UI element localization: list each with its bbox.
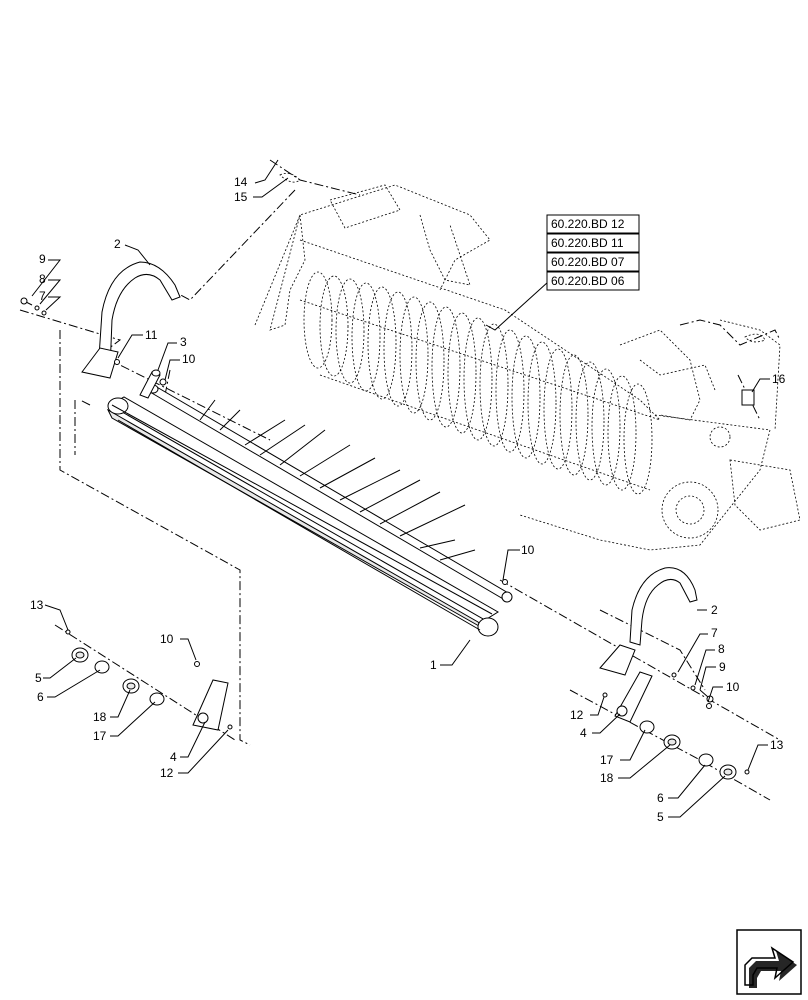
callout-1: 1 [430, 658, 437, 672]
ref-link-60220bd07[interactable]: 60.220.BD 07 [546, 252, 640, 272]
callout-7: 7 [711, 626, 718, 640]
callout-18: 18 [600, 771, 614, 785]
small-hardware [20, 297, 755, 775]
callout-16: 16 [772, 372, 786, 386]
callout-12: 12 [160, 766, 174, 780]
callout-9: 9 [39, 252, 46, 266]
tine-bar [147, 384, 513, 603]
callout-5: 5 [35, 671, 42, 685]
callout-13: 13 [30, 598, 44, 612]
ref-link-60220bd11[interactable]: 60.220.BD 11 [546, 233, 640, 253]
callout-10: 10 [160, 632, 174, 646]
callout-4: 4 [580, 726, 587, 740]
callout-17: 17 [600, 753, 614, 767]
callout-6: 6 [37, 690, 44, 704]
callout-5: 5 [657, 810, 664, 824]
bearings-left [71, 647, 165, 706]
handle-right [599, 567, 698, 676]
callout-17: 17 [93, 729, 107, 743]
callout-14: 14 [234, 175, 248, 189]
svg-text:60.220.BD 07: 60.220.BD 07 [551, 255, 625, 269]
callout-6: 6 [657, 791, 664, 805]
pin-3 [139, 369, 161, 399]
ref-link-60220bd12[interactable]: 60.220.BD 12 [546, 214, 640, 234]
reference-links: 60.220.BD 12 60.220.BD 11 60.220.BD 07 6… [546, 214, 640, 291]
callout-9: 9 [719, 660, 726, 674]
callout-8: 8 [39, 272, 46, 286]
callout-10: 10 [521, 543, 535, 557]
svg-text:60.220.BD 12: 60.220.BD 12 [551, 217, 625, 231]
callout-labels: 9 8 7 2 11 3 10 14 15 1 10 2 7 8 9 10 16… [30, 175, 786, 824]
callout-7: 7 [39, 289, 46, 303]
ref-link-60220bd06[interactable]: 60.220.BD 06 [546, 271, 640, 291]
handle-left [81, 261, 181, 379]
assembly-lines [19, 159, 781, 801]
callout-18: 18 [93, 710, 107, 724]
reel-tines-ghost [299, 271, 661, 495]
callout-4: 4 [170, 750, 177, 764]
drum-roller [106, 396, 499, 637]
callout-15: 15 [234, 190, 248, 204]
callout-2: 2 [114, 237, 121, 251]
leader-lines [31, 159, 770, 818]
callout-10: 10 [726, 680, 740, 694]
bearing-plate-right [614, 671, 653, 723]
svg-text:60.220.BD 06: 60.220.BD 06 [551, 274, 625, 288]
callout-11: 11 [145, 328, 158, 342]
bearings-right [639, 720, 737, 780]
bearing-plate-left [192, 679, 229, 731]
return-arrow-icon[interactable] [736, 929, 802, 995]
callout-10: 10 [182, 352, 196, 366]
callout-12: 12 [570, 708, 584, 722]
callout-13: 13 [770, 738, 784, 752]
callout-2: 2 [711, 603, 718, 617]
svg-text:60.220.BD 11: 60.220.BD 11 [551, 236, 624, 250]
callout-3: 3 [180, 335, 187, 349]
callout-8: 8 [718, 642, 725, 656]
